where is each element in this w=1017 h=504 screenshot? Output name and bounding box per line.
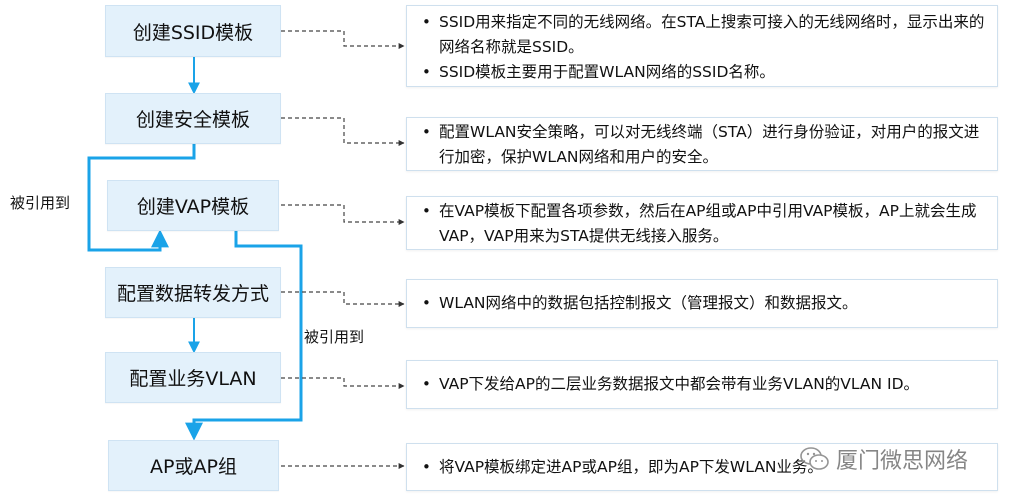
description-ssid: SSID用来指定不同的无线网络。在STA上搜索可接入的无线网络时，显示出来的网络… [406, 5, 998, 87]
step-label: 配置业务VLAN [129, 368, 257, 390]
watermark: 厦门微思网络 [800, 443, 968, 475]
reference-label-right: 被引用到 [304, 328, 365, 346]
description-item: 将VAP模板绑定进AP或AP组，即为AP下发WLAN业务。 [417, 455, 987, 480]
step-label: 创建SSID模板 [132, 21, 254, 44]
reference-loop-vap-to-ap [185, 231, 303, 441]
description-item: VAP下发给AP的二层业务数据报文中都会带有业务VLAN的VLAN ID。 [417, 372, 987, 397]
description-item: SSID用来指定不同的无线网络。在STA上搜索可接入的无线网络时，显示出来的网络… [417, 10, 987, 60]
leader-ssid [281, 30, 405, 49]
description-vap: 在VAP模板下配置各项参数，然后在AP组或AP中引用VAP模板，AP上就会生成V… [406, 196, 998, 250]
leader-vlan [281, 377, 405, 389]
step-create-ssid-profile: 创建SSID模板 [105, 5, 281, 57]
description-forward: WLAN网络中的数据包括控制报文（管理报文）和数据报文。 [406, 279, 998, 328]
leader-forward [281, 291, 405, 307]
leader-security [281, 117, 405, 146]
wechat-icon [800, 447, 829, 470]
reference-label-left: 被引用到 [10, 194, 71, 212]
description-item: 在VAP模板下配置各项参数，然后在AP组或AP中引用VAP模板，AP上就会生成V… [417, 199, 987, 249]
step-create-vap-profile: 创建VAP模板 [107, 180, 279, 231]
description-ap: 将VAP模板绑定进AP或AP组，即为AP下发WLAN业务。 [406, 443, 998, 491]
step-label: 配置数据转发方式 [116, 283, 269, 305]
step-configure-service-vlan: 配置业务VLAN [105, 352, 281, 403]
leader-vap [281, 204, 405, 225]
reference-loop-security-to-vap [87, 144, 196, 252]
description-vlan: VAP下发给AP的二层业务数据报文中都会带有业务VLAN的VLAN ID。 [406, 360, 998, 409]
description-item: 配置WLAN安全策略，可以对无线终端（STA）进行身份验证，对用户的报文进行加密… [417, 120, 987, 170]
step-configure-forward-mode: 配置数据转发方式 [105, 267, 281, 318]
description-security: 配置WLAN安全策略，可以对无线终端（STA）进行身份验证，对用户的报文进行加密… [406, 117, 998, 171]
step-ap-or-ap-group: AP或AP组 [108, 440, 279, 491]
watermark-text: 厦门微思网络 [836, 449, 969, 474]
step-label: 创建安全模板 [135, 109, 250, 131]
step-label: AP或AP组 [150, 456, 237, 478]
step-create-security-profile: 创建安全模板 [105, 93, 281, 144]
description-item: SSID模板主要用于配置WLAN网络的SSID名称。 [417, 60, 987, 85]
description-item: WLAN网络中的数据包括控制报文（管理报文）和数据报文。 [417, 291, 987, 316]
step-label: 创建VAP模板 [136, 196, 250, 218]
